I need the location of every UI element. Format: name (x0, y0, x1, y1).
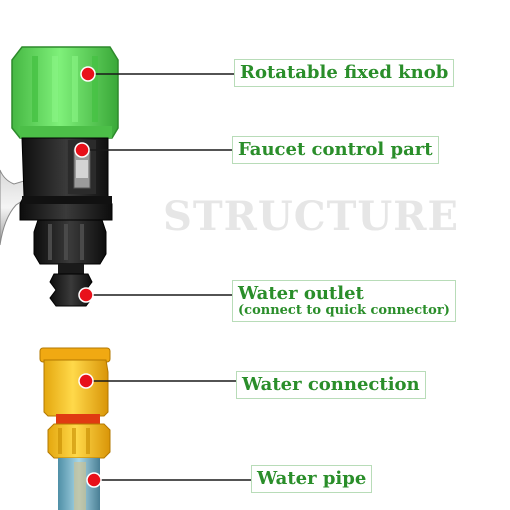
marker-control (74, 142, 90, 158)
callout-lines (82, 73, 251, 481)
black-nut (33, 219, 107, 265)
label-text: Water outlet (238, 283, 364, 304)
marker-pipe (86, 472, 102, 488)
faucet-control-body (19, 137, 113, 221)
structure-watermark: STRUCTURE (163, 193, 459, 240)
label-rotatable-fixed-knob: Rotatable fixed knob (234, 59, 455, 87)
label-water-outlet: Water outlet (connect to quick connector… (232, 280, 456, 322)
marker-outlet (78, 287, 94, 303)
callout-markers (74, 66, 102, 488)
label-text: Water pipe (257, 468, 367, 489)
yellow-connector (39, 347, 111, 459)
marker-knob (80, 66, 96, 82)
label-text: Water connection (242, 374, 420, 395)
marker-connection (78, 373, 94, 389)
label-text: Rotatable fixed knob (240, 62, 449, 83)
label-faucet-control-part: Faucet control part (232, 136, 439, 164)
green-knob (11, 46, 119, 139)
label-subtext: (connect to quick connector) (238, 303, 450, 318)
label-water-pipe: Water pipe (251, 465, 373, 493)
label-text: Faucet control part (238, 139, 433, 160)
label-water-connection: Water connection (236, 371, 426, 399)
